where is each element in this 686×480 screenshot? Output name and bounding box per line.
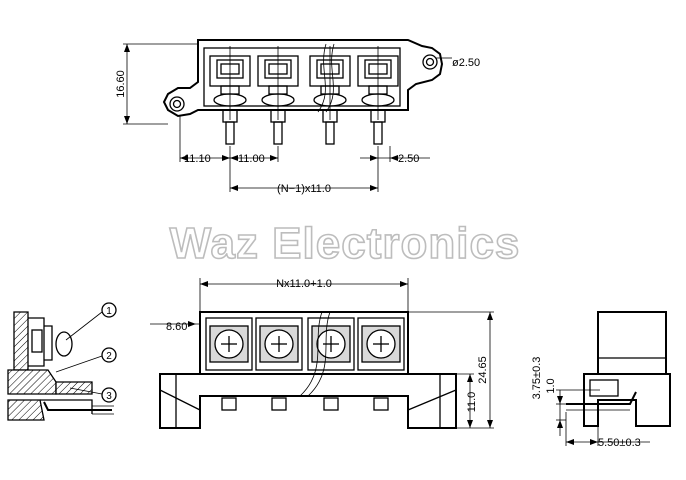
right-side-view: 3.75±0.3 1.0 5.50±0.3 (531, 311, 671, 449)
callout-1-label: 1 (106, 306, 112, 317)
left-mount-hole (169, 96, 185, 112)
front-terminal-4 (357, 317, 405, 411)
callout-2-label: 2 (106, 351, 112, 362)
dim-pin-offset-label: 2.50 (398, 153, 419, 165)
dim-pin-length-label: 5.50±0.3 (598, 437, 641, 449)
dim-length-label: Nx11.0+1.0 (276, 278, 332, 290)
callout-2 (101, 347, 117, 363)
dim-head-label: 8.60 (166, 321, 187, 333)
top-body-outline (162, 39, 444, 118)
dim-base-label: 11.0 (466, 392, 478, 413)
left-section-view: 1 2 3 (7, 302, 117, 421)
callout-3-label: 3 (106, 391, 112, 402)
dim-total-height-label: 24.65 (477, 356, 489, 384)
dim-span-label: (N−1)x11.0 (277, 183, 331, 195)
top-terminal-4 (357, 46, 399, 145)
front-base (159, 373, 457, 429)
dim-height-label: 16.60 (115, 70, 127, 98)
top-terminal-3 (309, 43, 351, 145)
top-terminal-2 (257, 46, 299, 145)
right-mount-hole (422, 54, 438, 70)
front-terminal-3 (299, 311, 355, 411)
front-view: Nx11.0+1.0 8.60 (150, 278, 494, 429)
dim-hole-label: ø2.50 (452, 57, 480, 69)
front-terminal-2 (255, 317, 303, 411)
dim-pin-thickness-label: 1.0 (545, 378, 557, 393)
top-inner-frame (203, 47, 401, 107)
top-view: 16.60 ø2.50 11.10 11.00 2.50 (N−1)x11.0 (115, 39, 480, 195)
dim-left-offset-label: 11.10 (184, 153, 211, 165)
callout-1 (101, 302, 117, 318)
dim-pitch-label: 11.00 (238, 153, 265, 165)
right-side-housing (597, 311, 667, 375)
front-terminal-1 (205, 317, 253, 411)
left-mount-hole-inner (172, 99, 182, 109)
top-terminal-1 (209, 46, 251, 145)
right-mount-hole-inner (425, 57, 435, 67)
callout-3 (101, 387, 117, 403)
dim-pin-height-label: 3.75±0.3 (531, 357, 543, 400)
watermark: Waz Electronics (170, 219, 521, 268)
